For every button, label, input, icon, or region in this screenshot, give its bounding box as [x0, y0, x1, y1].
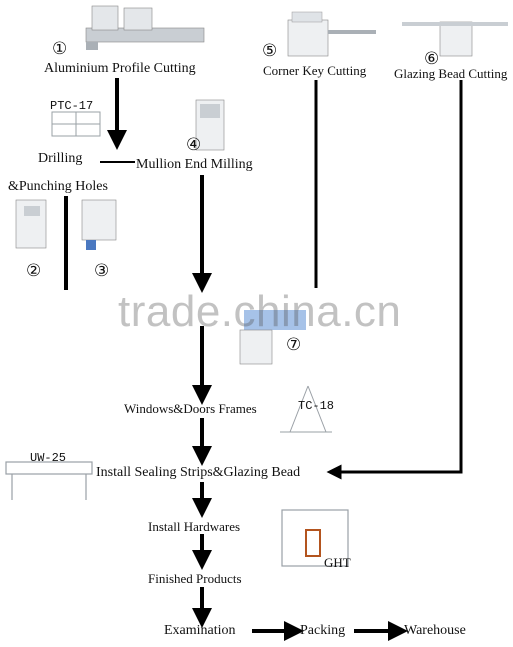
sealing-label: Install Sealing Strips&Glazing Bead — [96, 465, 301, 480]
corner-key-saw-image — [287, 11, 376, 57]
uw-label: UW-25 — [30, 451, 67, 465]
step-2-mark: ② — [26, 261, 42, 280]
watermark: trade.china.cn — [118, 287, 402, 336]
ght-label: GHT — [324, 555, 351, 570]
bead-saw-image — [402, 21, 508, 57]
step-6-mark: ⑥ — [424, 49, 440, 68]
step-5-mark: ⑤ — [262, 41, 278, 60]
step-5-label: Corner Key Cutting — [263, 63, 367, 78]
ght-rack-image — [281, 509, 349, 567]
ptc-label: PTC-17 — [50, 99, 94, 113]
punching-label: &Punching Holes — [8, 179, 108, 194]
crimping-machine-image — [239, 310, 306, 365]
step-1-label: Aluminium Profile Cutting — [44, 61, 196, 76]
mullion-miller-image — [195, 99, 225, 151]
step-6-label: Glazing Bead Cutting — [394, 66, 508, 81]
step-1-mark: ① — [52, 39, 68, 58]
step-3-mark: ③ — [94, 261, 110, 280]
frames-label: Windows&Doors Frames — [124, 401, 257, 416]
ptc-rack-image — [51, 111, 101, 137]
uw-table-image — [5, 461, 93, 500]
copy-router-image — [81, 199, 117, 250]
side-feed-lines — [314, 80, 463, 480]
tc-rack-image — [280, 385, 332, 433]
step-7-mark: ⑦ — [286, 335, 302, 354]
drilling-label: Drilling — [38, 151, 83, 166]
warehouse-label: Warehouse — [404, 623, 466, 638]
double-head-saw-image — [85, 5, 205, 50]
drill-press-image — [15, 199, 47, 249]
finished-label: Finished Products — [148, 571, 242, 586]
tc-label: TC-18 — [298, 399, 335, 413]
examination-label: Examination — [164, 623, 236, 638]
packing-label: Packing — [300, 623, 346, 638]
hardwares-label: Install Hardwares — [148, 519, 241, 534]
step-4-label: Mullion End Milling — [136, 157, 253, 172]
connectors — [64, 78, 408, 641]
step-4-mark: ④ — [186, 135, 202, 154]
